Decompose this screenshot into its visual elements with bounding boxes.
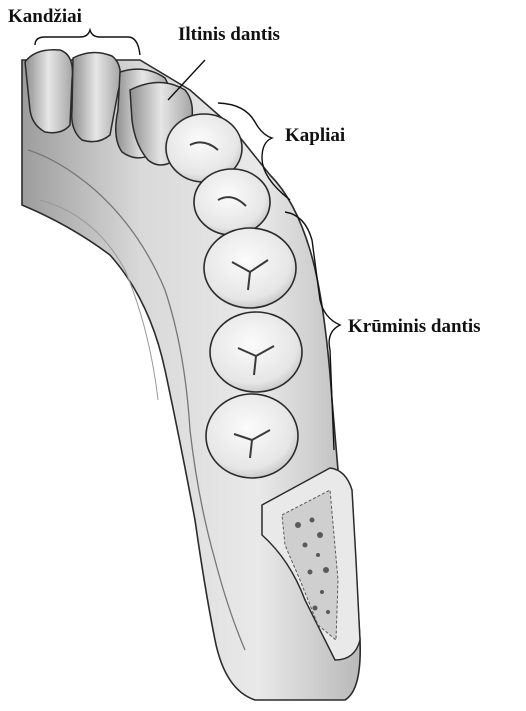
incisors-label: Kandžiai: [8, 6, 82, 28]
molar-teeth: [204, 228, 302, 478]
canine-label: Iltinis dantis: [178, 24, 280, 46]
premolars-label: Kapliai: [285, 125, 345, 147]
molars-label: Krūminis dantis: [348, 316, 481, 338]
